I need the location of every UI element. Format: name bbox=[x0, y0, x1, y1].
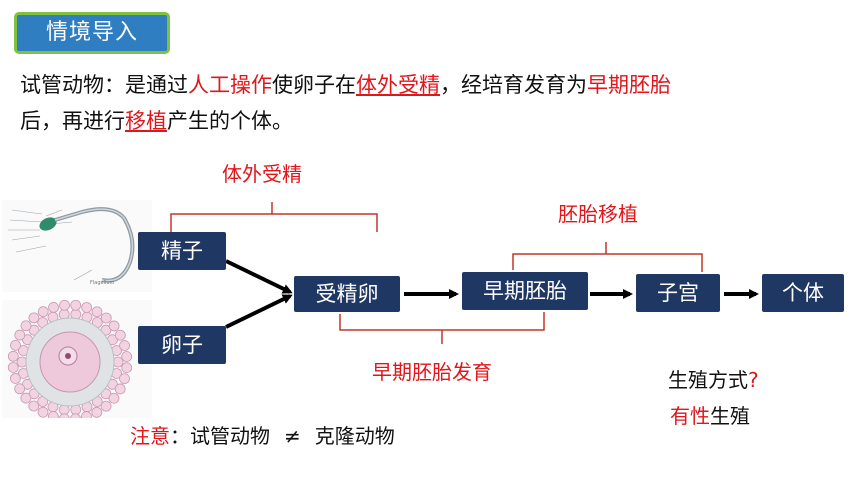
node-individual: 个体 bbox=[762, 274, 844, 312]
definition-text-3: ，经培育发育为 bbox=[440, 73, 587, 97]
brace-develop bbox=[339, 312, 545, 344]
keyword-artificial-operation: 人工操作 bbox=[188, 73, 272, 97]
brace-ivf bbox=[170, 202, 378, 232]
definition-lead: 试管动物：是通过 bbox=[20, 73, 188, 97]
reproduction-question: 生殖方式? bbox=[668, 364, 759, 393]
not-equal-sign: ≠ bbox=[284, 424, 301, 448]
question-mark: ? bbox=[748, 368, 759, 392]
note-cloned-animal: 克隆动物 bbox=[314, 424, 395, 448]
node-early-embryo: 早期胚胎 bbox=[462, 272, 588, 310]
brace-transfer bbox=[512, 242, 703, 272]
node-uterus: 子宫 bbox=[636, 274, 720, 312]
keyword-early-embryo: 早期胚胎 bbox=[587, 73, 671, 97]
section-tag: 情境导入 bbox=[14, 12, 170, 54]
node-zygote: 受精卵 bbox=[294, 276, 400, 312]
label-early-development: 早期胚胎发育 bbox=[372, 360, 492, 384]
answer-reproduction: 生殖 bbox=[710, 404, 750, 428]
egg-illustration bbox=[2, 300, 152, 418]
answer-sexual: 有性 bbox=[670, 404, 710, 428]
node-egg: 卵子 bbox=[138, 326, 226, 364]
svg-text:Flagellum: Flagellum bbox=[90, 280, 115, 286]
definition-text-5: 产生的个体。 bbox=[167, 109, 293, 133]
sperm-illustration: Flagellum bbox=[2, 200, 152, 292]
arrow-sperm-to-zygote bbox=[225, 259, 293, 294]
definition-text-2: 使卵子在 bbox=[272, 73, 356, 97]
note-label: 注意 bbox=[130, 424, 170, 448]
reproduction-answer: 有性生殖 bbox=[670, 400, 750, 429]
note-test-tube-animal: 试管动物 bbox=[190, 424, 270, 448]
definition-text-4: 后，再进行 bbox=[20, 109, 125, 133]
note-colon: ： bbox=[170, 424, 190, 448]
label-ivf: 体外受精 bbox=[222, 162, 302, 186]
definition-line-1: 试管动物：是通过人工操作使卵子在体外受精，经培育发育为早期胚胎 bbox=[20, 70, 840, 100]
definition-line-2: 后，再进行移植产生的个体。 bbox=[20, 106, 840, 136]
label-embryo-transfer: 胚胎移植 bbox=[558, 202, 638, 226]
keyword-ivf: 体外受精 bbox=[356, 73, 440, 97]
question-prompt: 生殖方式 bbox=[668, 368, 748, 392]
arrow-egg-to-zygote bbox=[225, 294, 293, 329]
keyword-transfer: 移植 bbox=[125, 109, 167, 133]
node-sperm: 精子 bbox=[138, 232, 226, 270]
note-line: 注意：试管动物 ≠ 克隆动物 bbox=[130, 420, 395, 449]
